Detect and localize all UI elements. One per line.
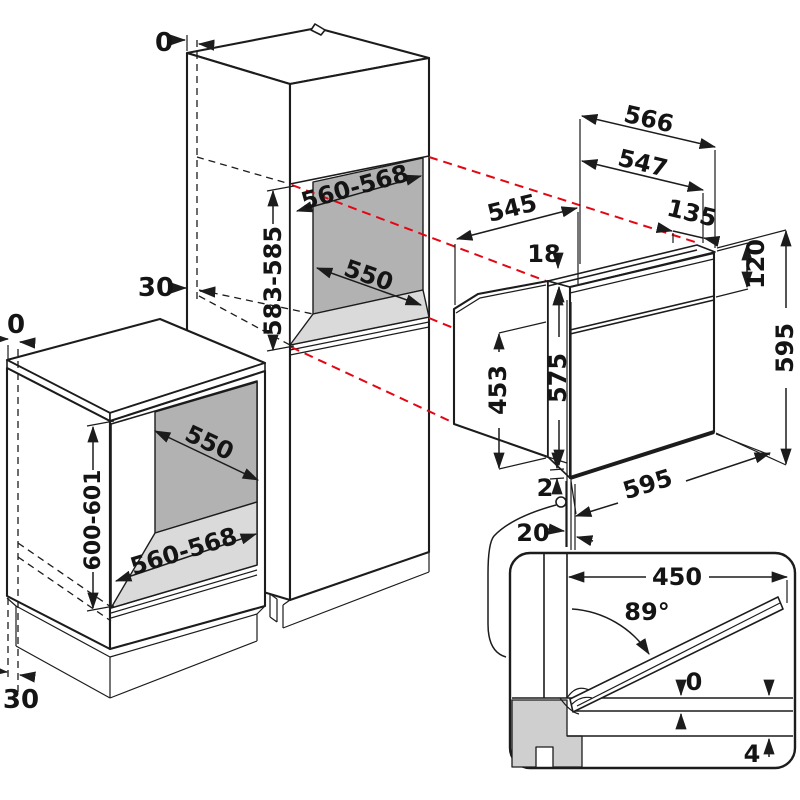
dim-tall-offset-top: 0 [155, 28, 173, 58]
base-cabinet-hidden-edges [7, 349, 112, 692]
dim-oven-body-depth: 545 [484, 189, 539, 228]
oven-door-bottom-edge [569, 430, 715, 480]
dim-oven-rear-height: 453 [484, 365, 512, 415]
dim-oven-door-gap: 2 [537, 474, 554, 502]
tall-cabinet-plinth [269, 552, 430, 629]
inset-door-glass-line [576, 602, 781, 707]
dim-oven-front-height: 575 [544, 353, 572, 403]
oven-top-back-edge [547, 249, 698, 287]
inset-cabinet-wall [543, 554, 568, 698]
dim-oven-depth-total: 566 [621, 100, 676, 139]
door-detail-inset: 89° 450 0 4 [487, 504, 797, 770]
dim-inset-door-length: 450 [652, 563, 702, 591]
dim-oven-door-offset: 20 [516, 519, 549, 547]
dim-inset-clearance: 4 [744, 740, 761, 768]
tall-niche-shelf-edge [289, 321, 430, 356]
tall-cabinet-hidden-edges [196, 40, 314, 346]
dim-base-niche-height: 600-601 [81, 470, 106, 571]
inset-angle-arc [571, 608, 650, 655]
dim-oven-panel-height: 120 [742, 239, 770, 289]
dim-oven-depth-body: 547 [615, 144, 670, 183]
dim-tall-gap-side: 30 [138, 273, 174, 303]
dim-oven-top-recess: 135 [664, 194, 719, 233]
projection-line-top-right [428, 156, 696, 243]
oven-control-panel-bottom [569, 295, 715, 335]
base-cabinet [5, 317, 267, 699]
detail-leader-line [487, 504, 557, 658]
dim-oven-width: 595 [620, 464, 676, 505]
detail-callout-circle [555, 496, 567, 508]
dim-oven-height: 595 [771, 323, 799, 373]
base-cabinet-plinth [6, 597, 266, 699]
inset-section-gray [511, 699, 583, 768]
dim-base-offset-side: 0 [7, 310, 25, 340]
oven-front-face [568, 251, 716, 480]
inset-open-door [569, 596, 784, 713]
dim-inset-align-gap: 0 [686, 668, 703, 696]
dim-tall-niche-height: 583-585 [259, 226, 287, 336]
projection-line-bottom-right [428, 317, 457, 330]
dim-base-plinth-recess: 30 [3, 685, 39, 715]
inset-hinge [559, 687, 593, 715]
oven-unit [452, 244, 716, 550]
dim-oven-top-gap: 18 [527, 240, 560, 268]
tall-cabinet-notch [310, 23, 326, 36]
oven-rear-body-top-edge [455, 284, 547, 314]
oven-front-top-line [569, 258, 715, 294]
dim-inset-open-angle: 89° [624, 598, 669, 626]
